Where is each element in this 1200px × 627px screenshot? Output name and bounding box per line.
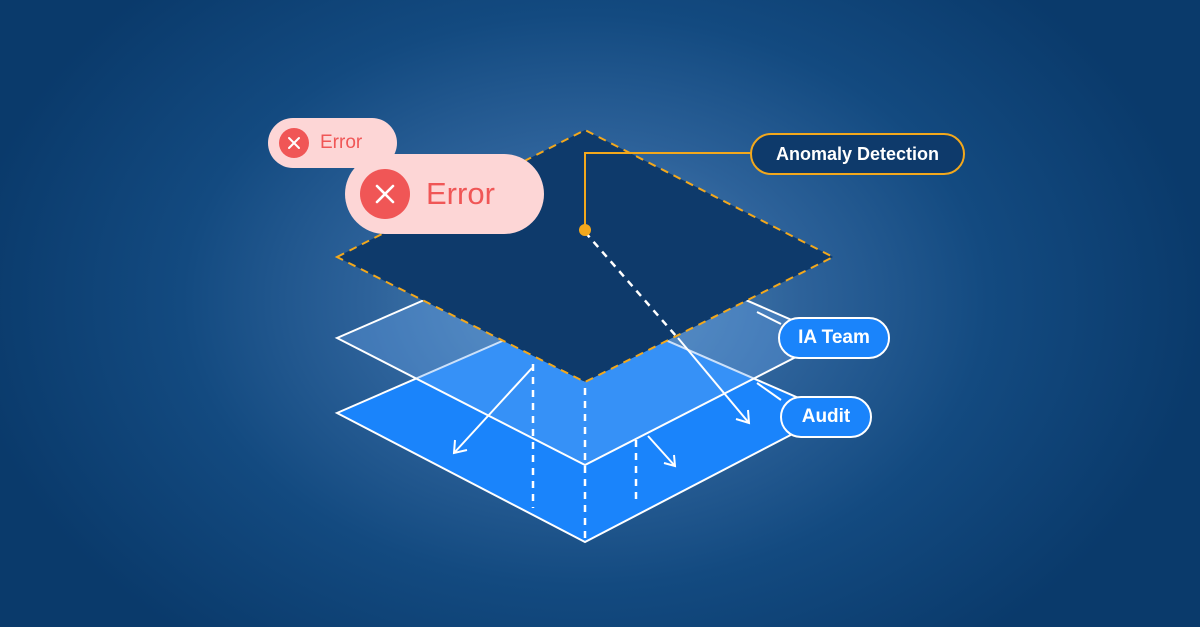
- anomaly-detection-label: Anomaly Detection: [750, 133, 965, 175]
- ia-team-connector: [756, 311, 782, 325]
- error-badge-large: Error: [345, 154, 544, 234]
- error-large-label: Error: [426, 176, 495, 211]
- anomaly-anchor-dot: [579, 224, 591, 236]
- ia-team-label: IA Team: [778, 317, 890, 359]
- arrow-right: [677, 337, 751, 425]
- anomaly-leader-line: [584, 152, 752, 230]
- arrow-left: [452, 367, 533, 455]
- close-icon: [279, 128, 309, 158]
- dashed-guide-diagonal: [584, 231, 677, 337]
- error-small-label: Error: [320, 132, 363, 153]
- arrow-small: [647, 435, 677, 468]
- audit-label: Audit: [780, 396, 872, 438]
- close-icon: [360, 169, 410, 219]
- audit-connector: [756, 382, 782, 401]
